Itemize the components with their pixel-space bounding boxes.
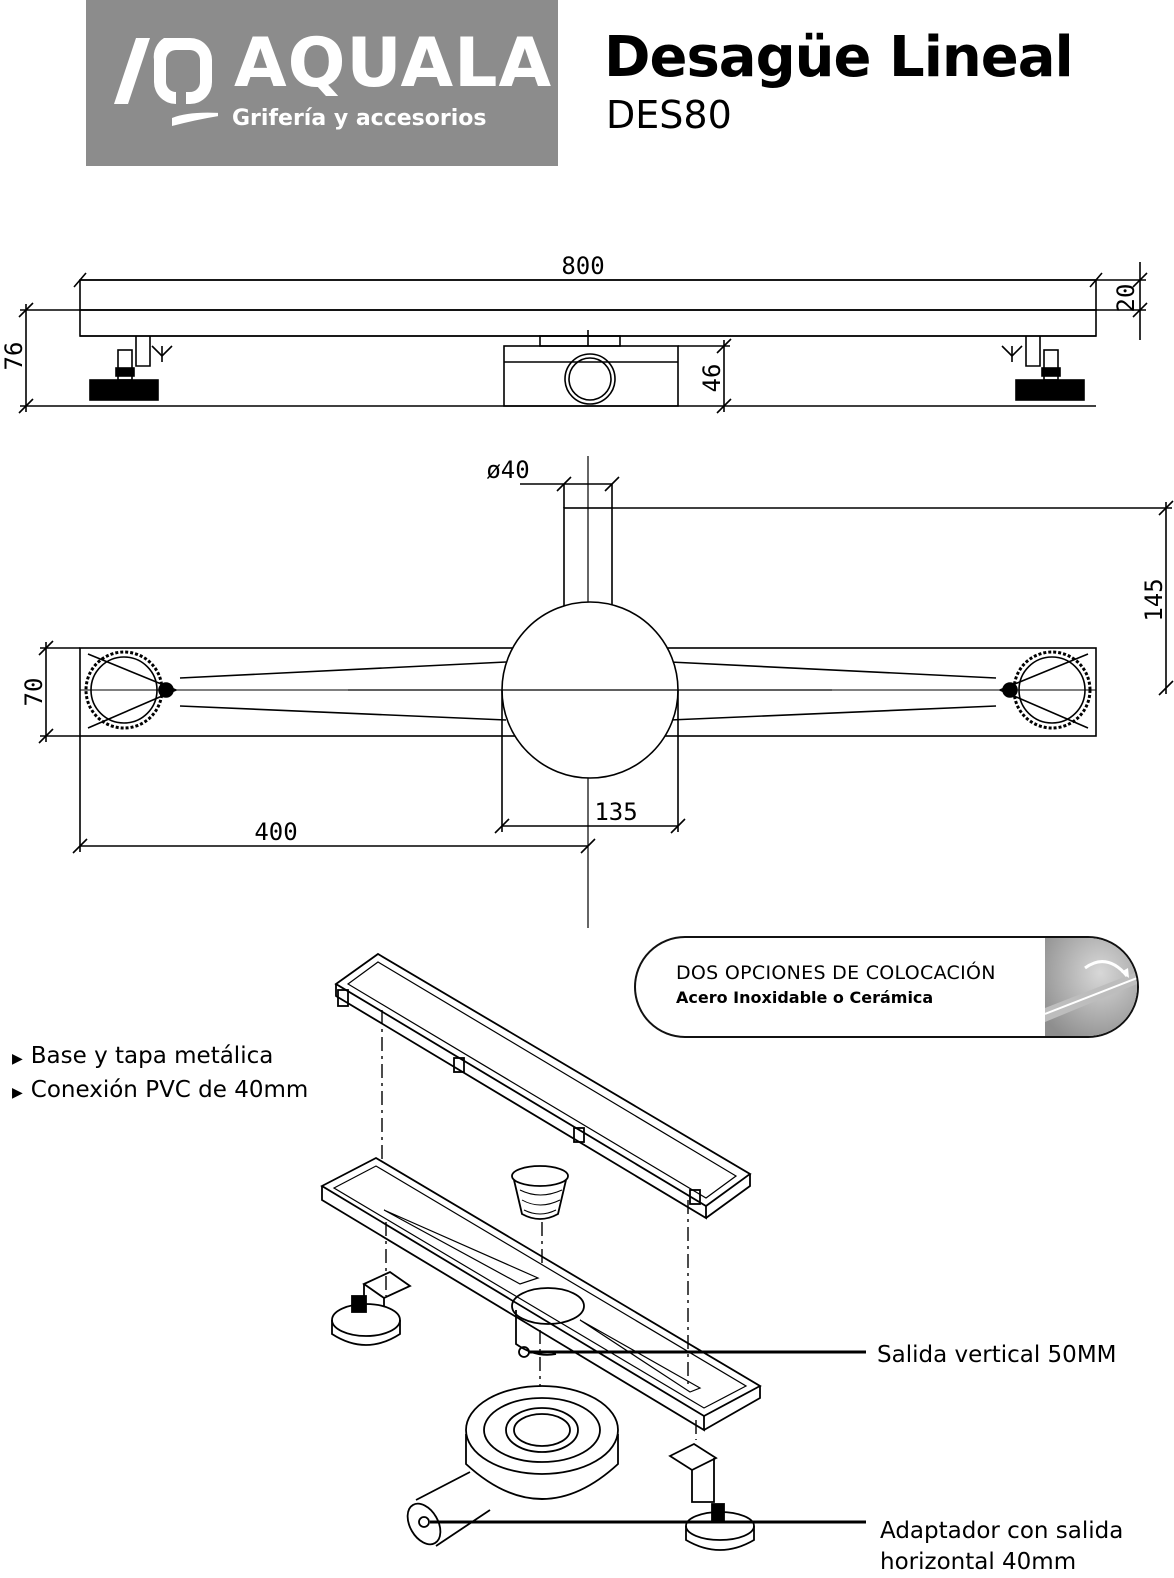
callout-lines: [430, 1350, 866, 1524]
exploded-view: [320, 952, 762, 1551]
dim-half-length: 400: [254, 818, 297, 846]
dim-width: 70: [20, 678, 48, 707]
brand-name: AQUALAF: [234, 24, 600, 103]
dim-body-height: 46: [698, 364, 726, 393]
dim-length: 800: [561, 252, 604, 280]
placement-title: DOS OPCIONES DE COLOCACIÓN: [676, 962, 996, 984]
bullet-triangle-icon: ▶: [12, 1051, 23, 1067]
dim-total-height: 76: [0, 342, 28, 371]
leveling-foot-right: [1015, 379, 1085, 401]
feature-list: ▶Base y tapa metálica ▶Conexión PVC de 4…: [12, 1041, 308, 1109]
callout-vertical-outlet: Salida vertical 50MM: [877, 1342, 1117, 1368]
brand-tagline: Grifería y accesorios: [232, 106, 487, 131]
aqualaf-logo-icon: [114, 38, 218, 126]
placement-subtitle: Acero Inoxidable o Cerámica: [676, 988, 934, 1007]
dim-top-height: 20: [1112, 284, 1140, 313]
dim-outlet-diameter: ø40: [486, 456, 529, 484]
dim-body-diameter: 135: [594, 798, 637, 826]
grate-swap-icon: [1045, 938, 1137, 1036]
bullet-triangle-icon: ▶: [12, 1085, 23, 1101]
feature-item: ▶Base y tapa metálica: [12, 1043, 274, 1069]
leveling-foot-left: [89, 379, 159, 401]
side-view: 800 20 76 46: [0, 252, 1148, 414]
gear-foot-right: [1012, 650, 1092, 730]
placement-options-badge: DOS OPCIONES DE COLOCACIÓN Acero Inoxida…: [634, 936, 1139, 1038]
feature-item: ▶Conexión PVC de 40mm: [12, 1077, 309, 1103]
brand-logo: AQUALAF Grifería y accesorios: [86, 0, 599, 166]
top-view: ø40 145 70: [20, 456, 1174, 928]
dim-outlet-length: 145: [1140, 578, 1168, 621]
product-title: Desagüe Lineal: [604, 25, 1074, 90]
product-model: DES80: [606, 93, 732, 137]
callout-horizontal-adapter: Adaptador con salida horizontal 40mm: [880, 1518, 1124, 1575]
